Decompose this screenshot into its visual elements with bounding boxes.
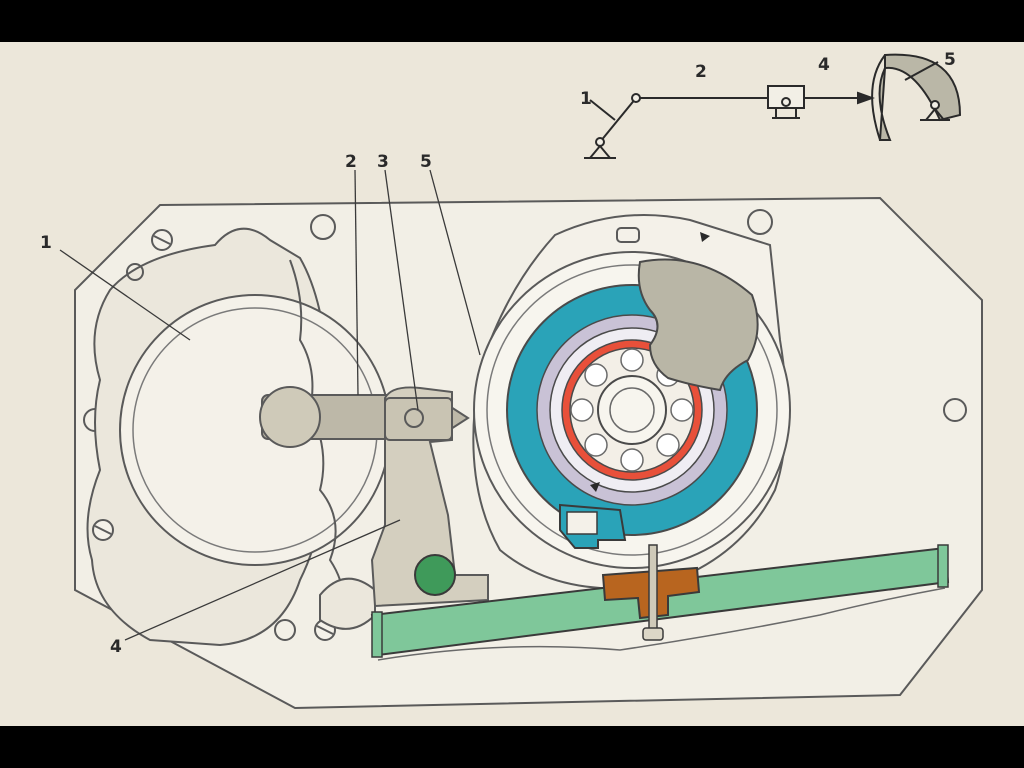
bracket-head	[384, 397, 453, 441]
pawl-body	[566, 511, 598, 535]
adjust-screw	[648, 544, 658, 636]
scheme-label-5: 5	[944, 50, 956, 70]
direction-arrow	[590, 482, 600, 492]
kinematic-scheme	[584, 53, 962, 159]
scheme-label-2: 2	[695, 62, 707, 82]
leader-lines	[59, 169, 481, 641]
bottom-black-bar	[0, 726, 1024, 768]
mount-hole	[310, 214, 336, 240]
shaft-hub-inner	[609, 387, 655, 433]
label-4: 4	[110, 637, 122, 657]
pusher-bracket	[370, 386, 489, 608]
adjust-nut	[642, 627, 664, 641]
mount-hole	[747, 209, 773, 235]
shaft-hub	[597, 375, 667, 445]
pivot-pin	[414, 554, 456, 596]
mount-hole	[943, 398, 967, 422]
left-cutaway-edge	[289, 259, 345, 621]
bearing-balls	[570, 348, 694, 472]
gear-ring-line	[486, 264, 778, 556]
scheme-label-1: 1	[580, 89, 592, 109]
lever-left-end	[371, 611, 383, 658]
label-2: 2	[345, 152, 357, 172]
label-3: 3	[377, 152, 389, 172]
label-5: 5	[420, 152, 432, 172]
bracket-pin	[404, 408, 424, 428]
scheme-label-4: 4	[818, 55, 830, 75]
lower-lobe	[319, 577, 376, 630]
base-wavy-line	[377, 587, 946, 661]
label-1: 1	[40, 233, 52, 253]
top-slot	[616, 227, 640, 243]
rod-end-ball	[259, 386, 321, 448]
top-black-bar	[0, 0, 1024, 42]
gray-sector	[637, 258, 759, 392]
direction-arrow	[700, 232, 710, 242]
lever-right-end	[937, 544, 949, 588]
